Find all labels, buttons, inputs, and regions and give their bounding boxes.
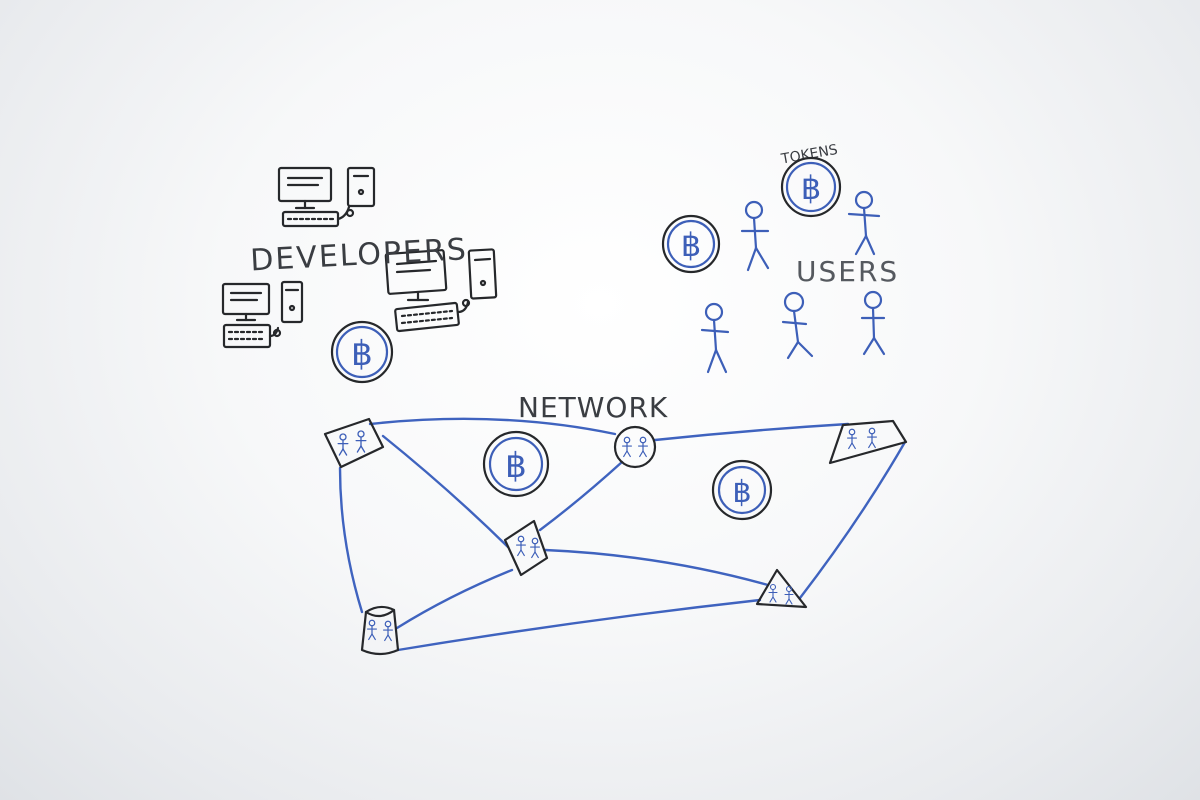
network-node [503, 519, 549, 577]
token-symbol: ฿ [801, 169, 821, 207]
computer-icon [384, 248, 498, 333]
token-coin-icon: ฿ [711, 459, 773, 521]
network-node [828, 419, 908, 465]
network-node [613, 425, 657, 469]
network-node [323, 417, 385, 469]
computer-icon [221, 280, 304, 349]
token-symbol: ฿ [681, 226, 701, 264]
network-node [360, 605, 400, 656]
computer-icon [277, 166, 376, 228]
network-label: NETWORK [518, 391, 668, 424]
token-coin-icon: ฿ [780, 156, 842, 218]
user-figure-icon [740, 200, 770, 272]
token-symbol: ฿ [351, 334, 373, 374]
token-coin-icon: ฿ [661, 214, 721, 274]
token-symbol: ฿ [505, 446, 527, 486]
developers-group: ฿ DEVELOPERS [221, 166, 498, 384]
network-node [755, 568, 808, 609]
users-label: USERS [796, 255, 899, 288]
network-group: NETWORK [323, 391, 908, 656]
network-edges [338, 417, 907, 652]
token-symbol: ฿ [732, 475, 751, 510]
user-figure-icon [860, 290, 886, 356]
users-group: TOKENS ฿ ฿ [661, 142, 899, 374]
user-figure-icon [847, 190, 881, 256]
user-figure-icon [700, 302, 730, 374]
developers-label: DEVELOPERS [249, 232, 468, 278]
user-figure-icon [781, 291, 814, 360]
token-coin-icon: ฿ [330, 320, 394, 384]
token-coin-icon: ฿ [482, 430, 550, 498]
